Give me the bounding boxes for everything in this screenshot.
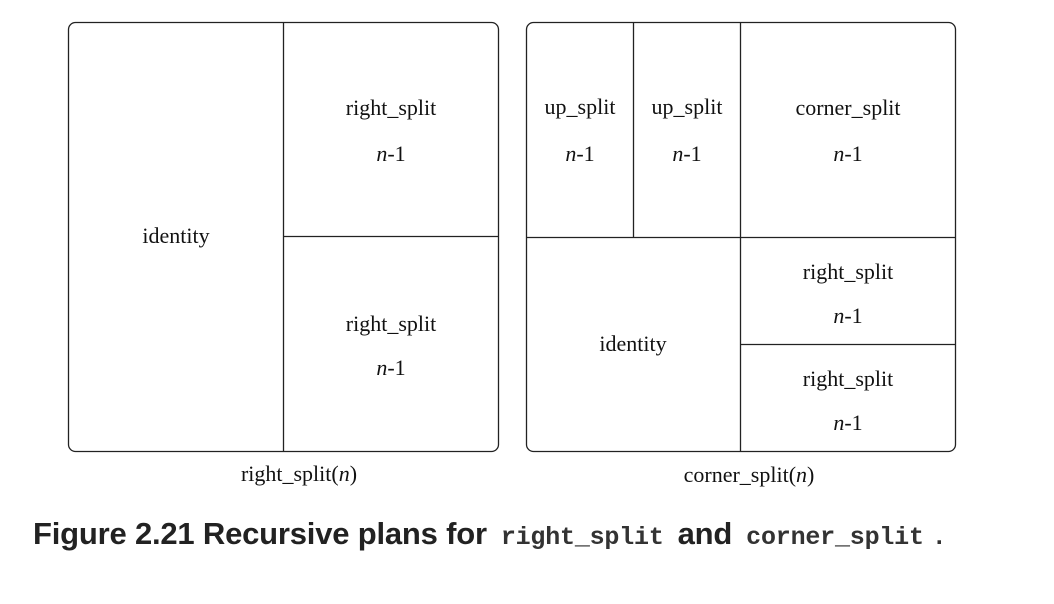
corner-split-arg: n-1: [833, 141, 862, 166]
right-split-1-arg: n-1: [833, 303, 862, 328]
up-split-1-minus-one: -1: [576, 141, 594, 166]
right-split-1-label: right_split: [803, 259, 893, 284]
up-split-2-label: up_split: [652, 94, 723, 119]
right-split-2-label: right_split: [803, 366, 893, 391]
left-bottom-n-var: n: [376, 355, 387, 380]
up-split-1-arg: n-1: [565, 141, 594, 166]
up-split-2-arg: n-1: [672, 141, 701, 166]
left-top-minus-one: -1: [387, 141, 405, 166]
figure-caption-code-corner-split: corner_split: [746, 523, 924, 552]
right-split-2-arg: n-1: [833, 410, 862, 435]
corner-split-caption-name: corner_split(: [684, 462, 796, 487]
figure-caption-prefix: Figure 2.21 Recursive plans for: [33, 516, 487, 551]
figure-caption-period: .: [931, 523, 947, 552]
up-split-1-n-var: n: [565, 141, 576, 166]
right-split-caption-close: ): [350, 461, 357, 486]
right-identity-label: identity: [599, 331, 666, 356]
corner-split-caption: corner_split(n): [684, 462, 815, 487]
corner-split-panel: up_split n-1 up_split n-1 corner_split n…: [525, 21, 957, 487]
left-bottom-right-split-label: right_split: [346, 311, 436, 336]
up-split-2-minus-one: -1: [683, 141, 701, 166]
left-bottom-right-split-arg: n-1: [376, 355, 405, 380]
left-identity-label: identity: [142, 223, 209, 248]
left-top-right-split-label: right_split: [346, 95, 436, 120]
recursive-plans-diagram: identity right_split n-1 right_split n-1…: [67, 21, 957, 487]
right-split-2-n-var: n: [833, 410, 844, 435]
figure-caption: Figure 2.21 Recursive plans for right_spl…: [33, 516, 947, 552]
right-split-2-minus-one: -1: [844, 410, 862, 435]
left-top-right-split-arg: n-1: [376, 141, 405, 166]
corner-split-caption-n: n: [796, 462, 807, 487]
up-split-2-n-var: n: [672, 141, 683, 166]
corner-split-n-var: n: [833, 141, 844, 166]
right-split-1-n-var: n: [833, 303, 844, 328]
right-split-caption-n: n: [339, 461, 350, 486]
left-top-n-var: n: [376, 141, 387, 166]
corner-split-minus-one: -1: [844, 141, 862, 166]
right-split-1-minus-one: -1: [844, 303, 862, 328]
corner-split-caption-close: ): [807, 462, 814, 487]
right-split-caption: right_split(n): [241, 461, 357, 486]
right-split-panel: identity right_split n-1 right_split n-1…: [67, 21, 500, 486]
up-split-1-label: up_split: [545, 94, 616, 119]
right-split-caption-name: right_split(: [241, 461, 339, 486]
figure-caption-and: and: [677, 516, 733, 551]
left-bottom-minus-one: -1: [387, 355, 405, 380]
figure-caption-code-right-split: right_split: [500, 523, 664, 552]
corner-split-label: corner_split: [795, 95, 900, 120]
